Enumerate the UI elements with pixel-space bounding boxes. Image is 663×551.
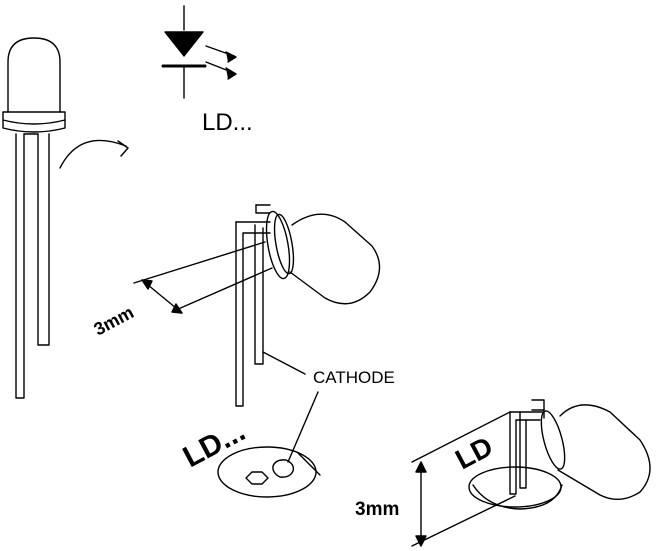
led-mounted-body [557, 404, 651, 500]
bend-arrow-icon [59, 139, 129, 169]
cathode-label: CATHODE [313, 368, 395, 387]
pcb-hole-round [272, 459, 295, 478]
led-straight [2, 37, 66, 399]
led-bent [133, 204, 381, 463]
led-flange [2, 111, 66, 133]
led-dome [7, 37, 61, 113]
board-marking-label: LD... [178, 415, 251, 475]
led-cathode-lead [37, 133, 50, 346]
led-mounted [411, 399, 651, 547]
led-bent-flange [265, 210, 291, 280]
led-symbol-icon [161, 5, 237, 99]
dimension-lead-offset-label: 3mm [90, 302, 137, 339]
symbol-part-label: LD... [202, 109, 253, 136]
board-marking-label-2: LD [450, 430, 498, 475]
dimension-height-label: 3mm [355, 499, 399, 520]
led-bent-body [289, 213, 381, 305]
pcb-hole-square [245, 471, 269, 485]
pcb-footprint [217, 446, 321, 498]
led-anode-lead [15, 133, 25, 399]
